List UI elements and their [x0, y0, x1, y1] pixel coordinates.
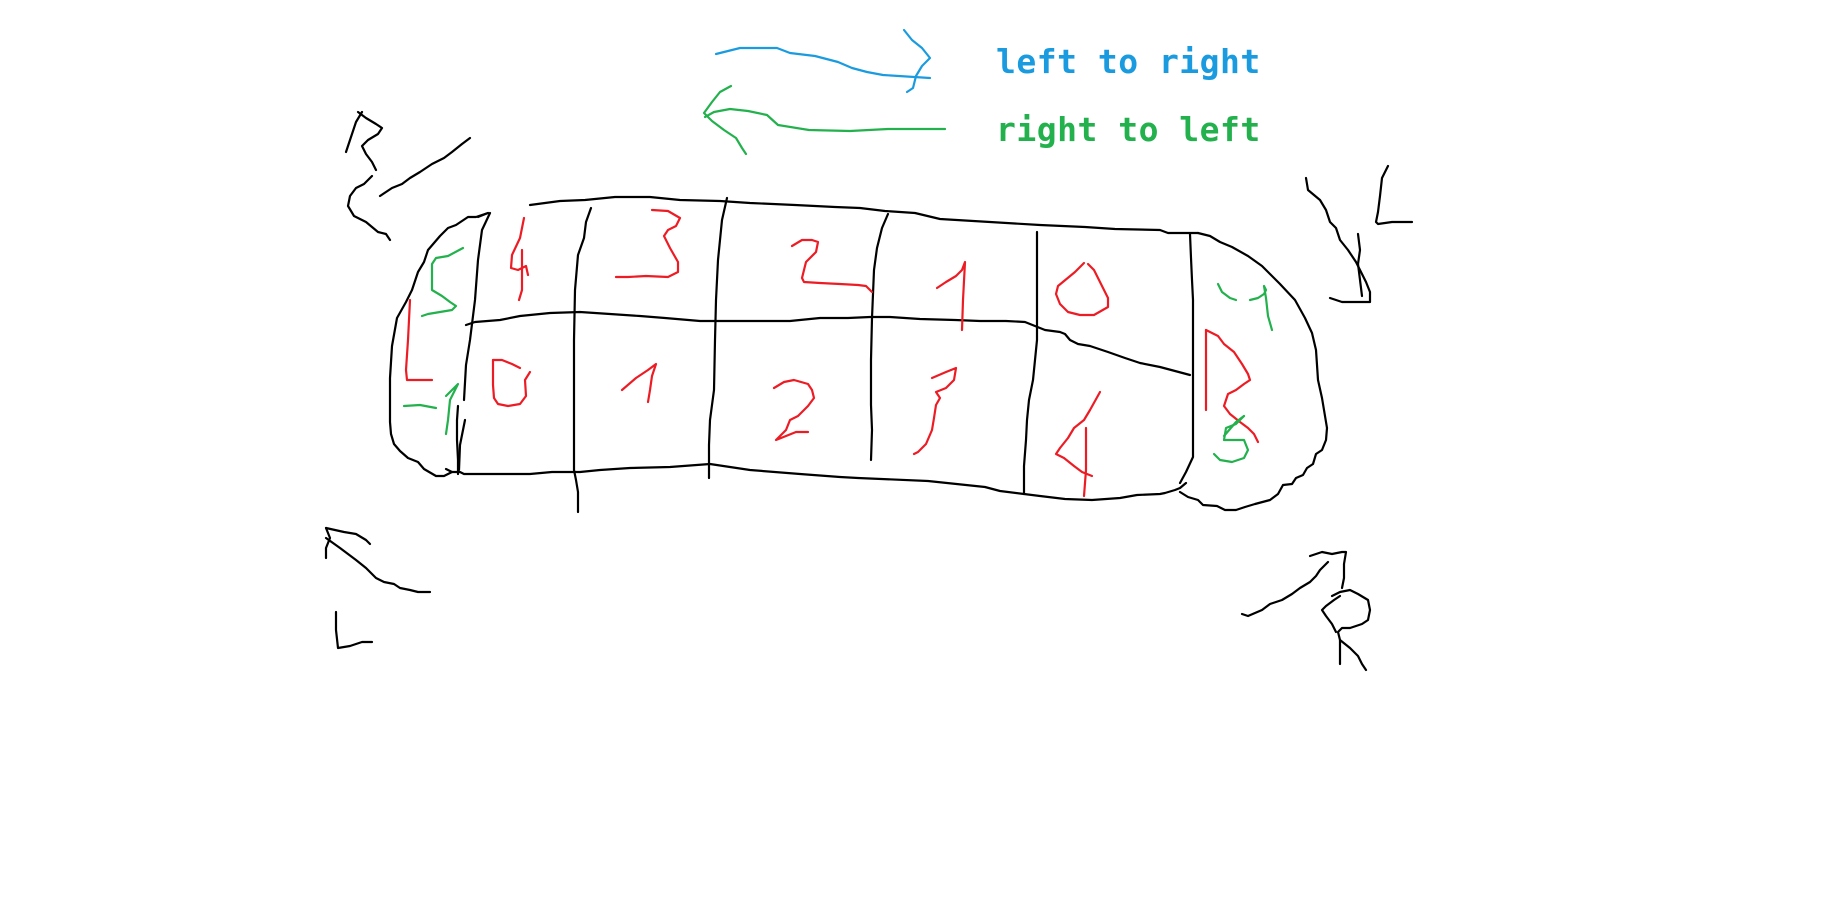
left-store-green-top-label: 5 [440, 284, 441, 286]
legend-left-to-right-label: left to right [996, 42, 1261, 81]
top-pit-4-label: 4 [518, 259, 519, 261]
right-store-green-minus1 [1216, 282, 1274, 332]
top-pit-3-digit [614, 208, 682, 279]
left-to-right-arrow [714, 28, 932, 94]
top-pit-2-digit [790, 238, 874, 294]
board-outline [388, 195, 1329, 514]
bottom-pit-1-digit [620, 362, 658, 404]
left-store-label-L [404, 298, 434, 382]
right-store-label: R [1220, 379, 1221, 381]
bottom-pit-3-label: 3 [940, 409, 941, 411]
left-store-label: L [412, 349, 413, 351]
top-right-corner-label: L [1390, 199, 1391, 201]
bottom-pit-1-label: 1 [640, 384, 641, 386]
bottom-pit-0-label: 0 [508, 384, 509, 386]
top-pit-0-label: 0 [1080, 291, 1081, 293]
legend-right-to-left-label: right to left [996, 110, 1261, 149]
bottom-right-corner-label: R [1352, 614, 1353, 616]
bottom-pit-0-digit [491, 358, 532, 408]
top-pit-0-digit [1054, 261, 1110, 317]
top-left-corner-label: R [366, 129, 367, 131]
bottom-right-corner-arrow [1240, 550, 1372, 672]
bottom-pit-2-label: 2 [794, 409, 795, 411]
bottom-left-corner-arrow [324, 526, 432, 650]
bottom-pit-3-digit [912, 366, 958, 456]
top-pit-4-digit [509, 216, 530, 302]
right-store-green-bottom-label: 5 [1232, 444, 1233, 446]
bottom-pit-4-label: 4 [1076, 439, 1077, 441]
top-pit-1-label: 1 [955, 289, 956, 291]
bottom-pit-2-digit [772, 378, 816, 442]
bottom-pit-4-digit [1054, 390, 1102, 498]
top-pit-2-label: 2 [820, 261, 821, 263]
left-store-green-5 [420, 246, 465, 318]
left-store-green-minus1 [402, 382, 460, 436]
right-store-green-5 [1212, 414, 1250, 464]
top-pit-1-digit [935, 260, 967, 332]
bottom-left-corner-label: L [345, 629, 346, 631]
right-store-label-R [1204, 328, 1260, 444]
top-right-corner-arrow [1304, 164, 1414, 304]
right-to-left-arrow [702, 84, 947, 156]
left-store-green-bottom-label: -1 [430, 409, 431, 411]
top-left-corner-arrow [344, 110, 472, 242]
top-pit-3-label: 3 [660, 249, 661, 251]
